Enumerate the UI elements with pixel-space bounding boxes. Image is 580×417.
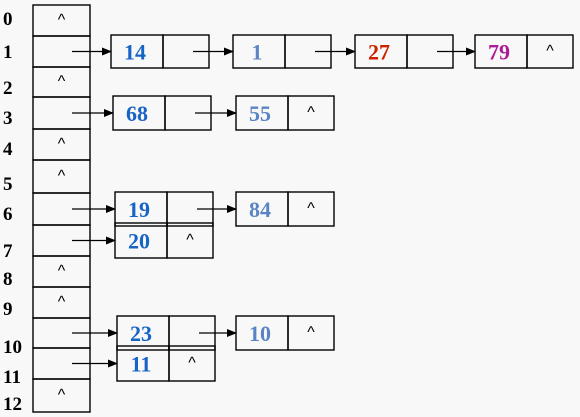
list-node: 55 ^ [235,95,335,131]
list-node: 79 ^ [474,34,574,69]
index-label: 0 [3,9,13,30]
index-label: 11 [3,367,21,388]
node-key: 14 [124,40,146,65]
null-pointer: ^ [58,294,66,311]
bucket-cell-box [32,378,91,413]
bucket-cell: ^ [32,159,91,194]
index-label: 6 [3,204,13,225]
index-label: 3 [3,108,13,129]
null-pointer: ^ [186,232,194,249]
node-key: 23 [130,321,152,346]
bucket-cell: ^ [32,66,91,98]
index-label: 8 [3,269,13,290]
node-key: 19 [128,197,150,222]
node-key: 20 [128,229,150,254]
node-key: 10 [249,321,271,346]
node-next-cell [168,345,216,382]
index-label: 9 [3,299,13,320]
index-label: 2 [3,78,13,99]
null-pointer: ^ [58,73,66,90]
node-next-cell [287,191,335,227]
list-node: 23 [116,315,216,351]
node-key: 11 [131,352,152,377]
bucket-cell: ^ [32,286,91,319]
node-key: 27 [368,40,390,65]
node-key: 79 [488,40,510,65]
null-pointer: ^ [307,324,315,341]
node-next-cell [287,315,335,351]
bucket-cell: ^ [32,4,91,37]
list-node: 14 [110,34,210,69]
null-pointer: ^ [58,387,66,404]
list-node: 20 ^ [114,222,214,259]
list-node: 27 [354,34,454,69]
null-pointer: ^ [546,43,554,60]
node-key: 1 [252,40,263,65]
null-pointer: ^ [307,104,315,121]
list-node: 10 ^ [235,315,335,351]
node-key: 55 [249,101,271,126]
index-label: 10 [3,337,22,358]
bucket-cell: ^ [32,378,91,413]
list-node: 11 ^ [116,345,216,382]
index-label: 12 [3,394,22,415]
bucket-cell: ^ [32,255,91,288]
null-pointer: ^ [188,355,196,372]
node-key: 84 [249,197,271,222]
chains: 14 1 27 79 ^ 68 55 ^ 19 84 ^ 20 ^ 23 10 ^ 11 ^ [72,34,574,382]
list-node: 84 ^ [235,191,335,227]
null-pointer: ^ [58,168,66,185]
bucket-cell: ^ [32,128,91,161]
index-label: 7 [3,241,13,262]
null-pointer: ^ [58,136,66,153]
node-next-cell [166,222,214,259]
index-label: 5 [3,174,13,195]
node-next-cell [526,34,574,69]
null-pointer: ^ [307,200,315,217]
list-node: 19 [114,191,214,227]
index-label: 4 [3,139,13,160]
index-label: 1 [3,42,13,63]
null-pointer: ^ [58,263,66,280]
node-next-cell [287,95,335,131]
node-key: 68 [126,101,148,126]
null-pointer: ^ [58,12,66,29]
